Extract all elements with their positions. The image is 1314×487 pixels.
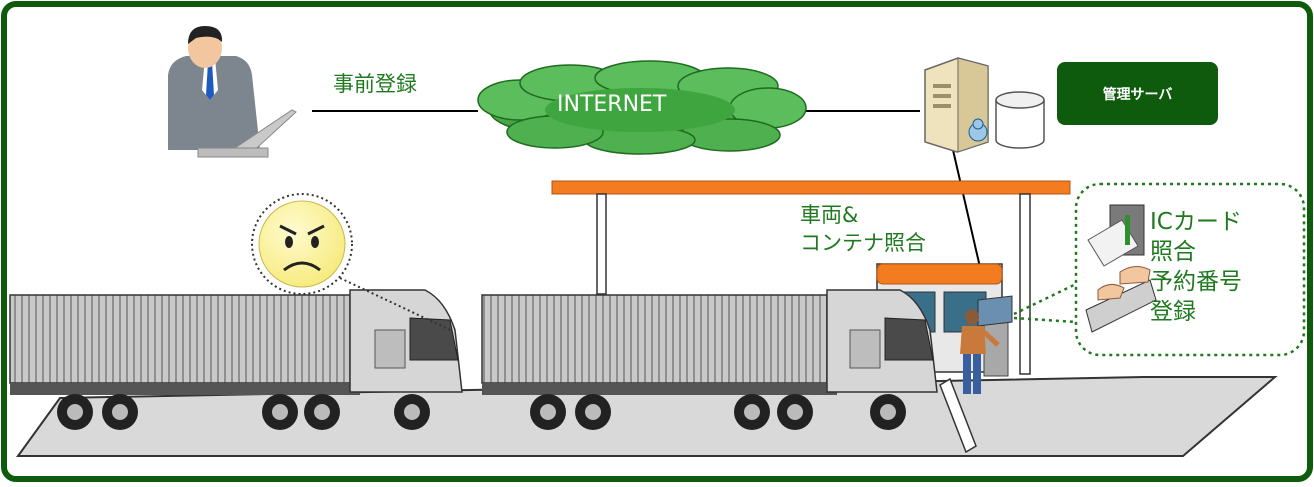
vehicle-container-check-label: 車両& コンテナ照合	[800, 201, 926, 257]
container-truck-1	[9, 289, 463, 430]
user-laptop-icon	[168, 26, 297, 158]
vehicle-check-line-2: コンテナ照合	[800, 231, 926, 255]
angry-driver-bubble	[251, 193, 451, 331]
kiosk-action-line-1: ICカード	[1150, 209, 1242, 235]
gate-canopy	[551, 180, 1071, 375]
worker-person-icon	[960, 309, 1000, 394]
pre-registration-label: 事前登録	[333, 72, 417, 96]
vehicle-check-line-1: 車両&	[800, 203, 859, 227]
container-truck-2	[481, 289, 938, 430]
ic-card-reader-icon	[1087, 204, 1145, 267]
internet-label: INTERNET	[557, 92, 667, 117]
kiosk-action-line-2: 照合	[1150, 239, 1196, 265]
kiosk-actions-label: ICカード 照合 予約番号 登録	[1150, 207, 1242, 327]
keyboard-hands-icon	[1085, 266, 1157, 333]
kiosk-action-line-3: 予約番号	[1150, 269, 1242, 295]
kiosk-action-line-4: 登録	[1150, 299, 1196, 325]
server-icon	[924, 57, 1045, 153]
kiosk-detail-bubble	[1013, 182, 1306, 357]
internet-cloud	[477, 60, 807, 155]
gate-barrier	[939, 377, 977, 454]
management-server-badge: 管理サーバ	[1057, 62, 1218, 125]
